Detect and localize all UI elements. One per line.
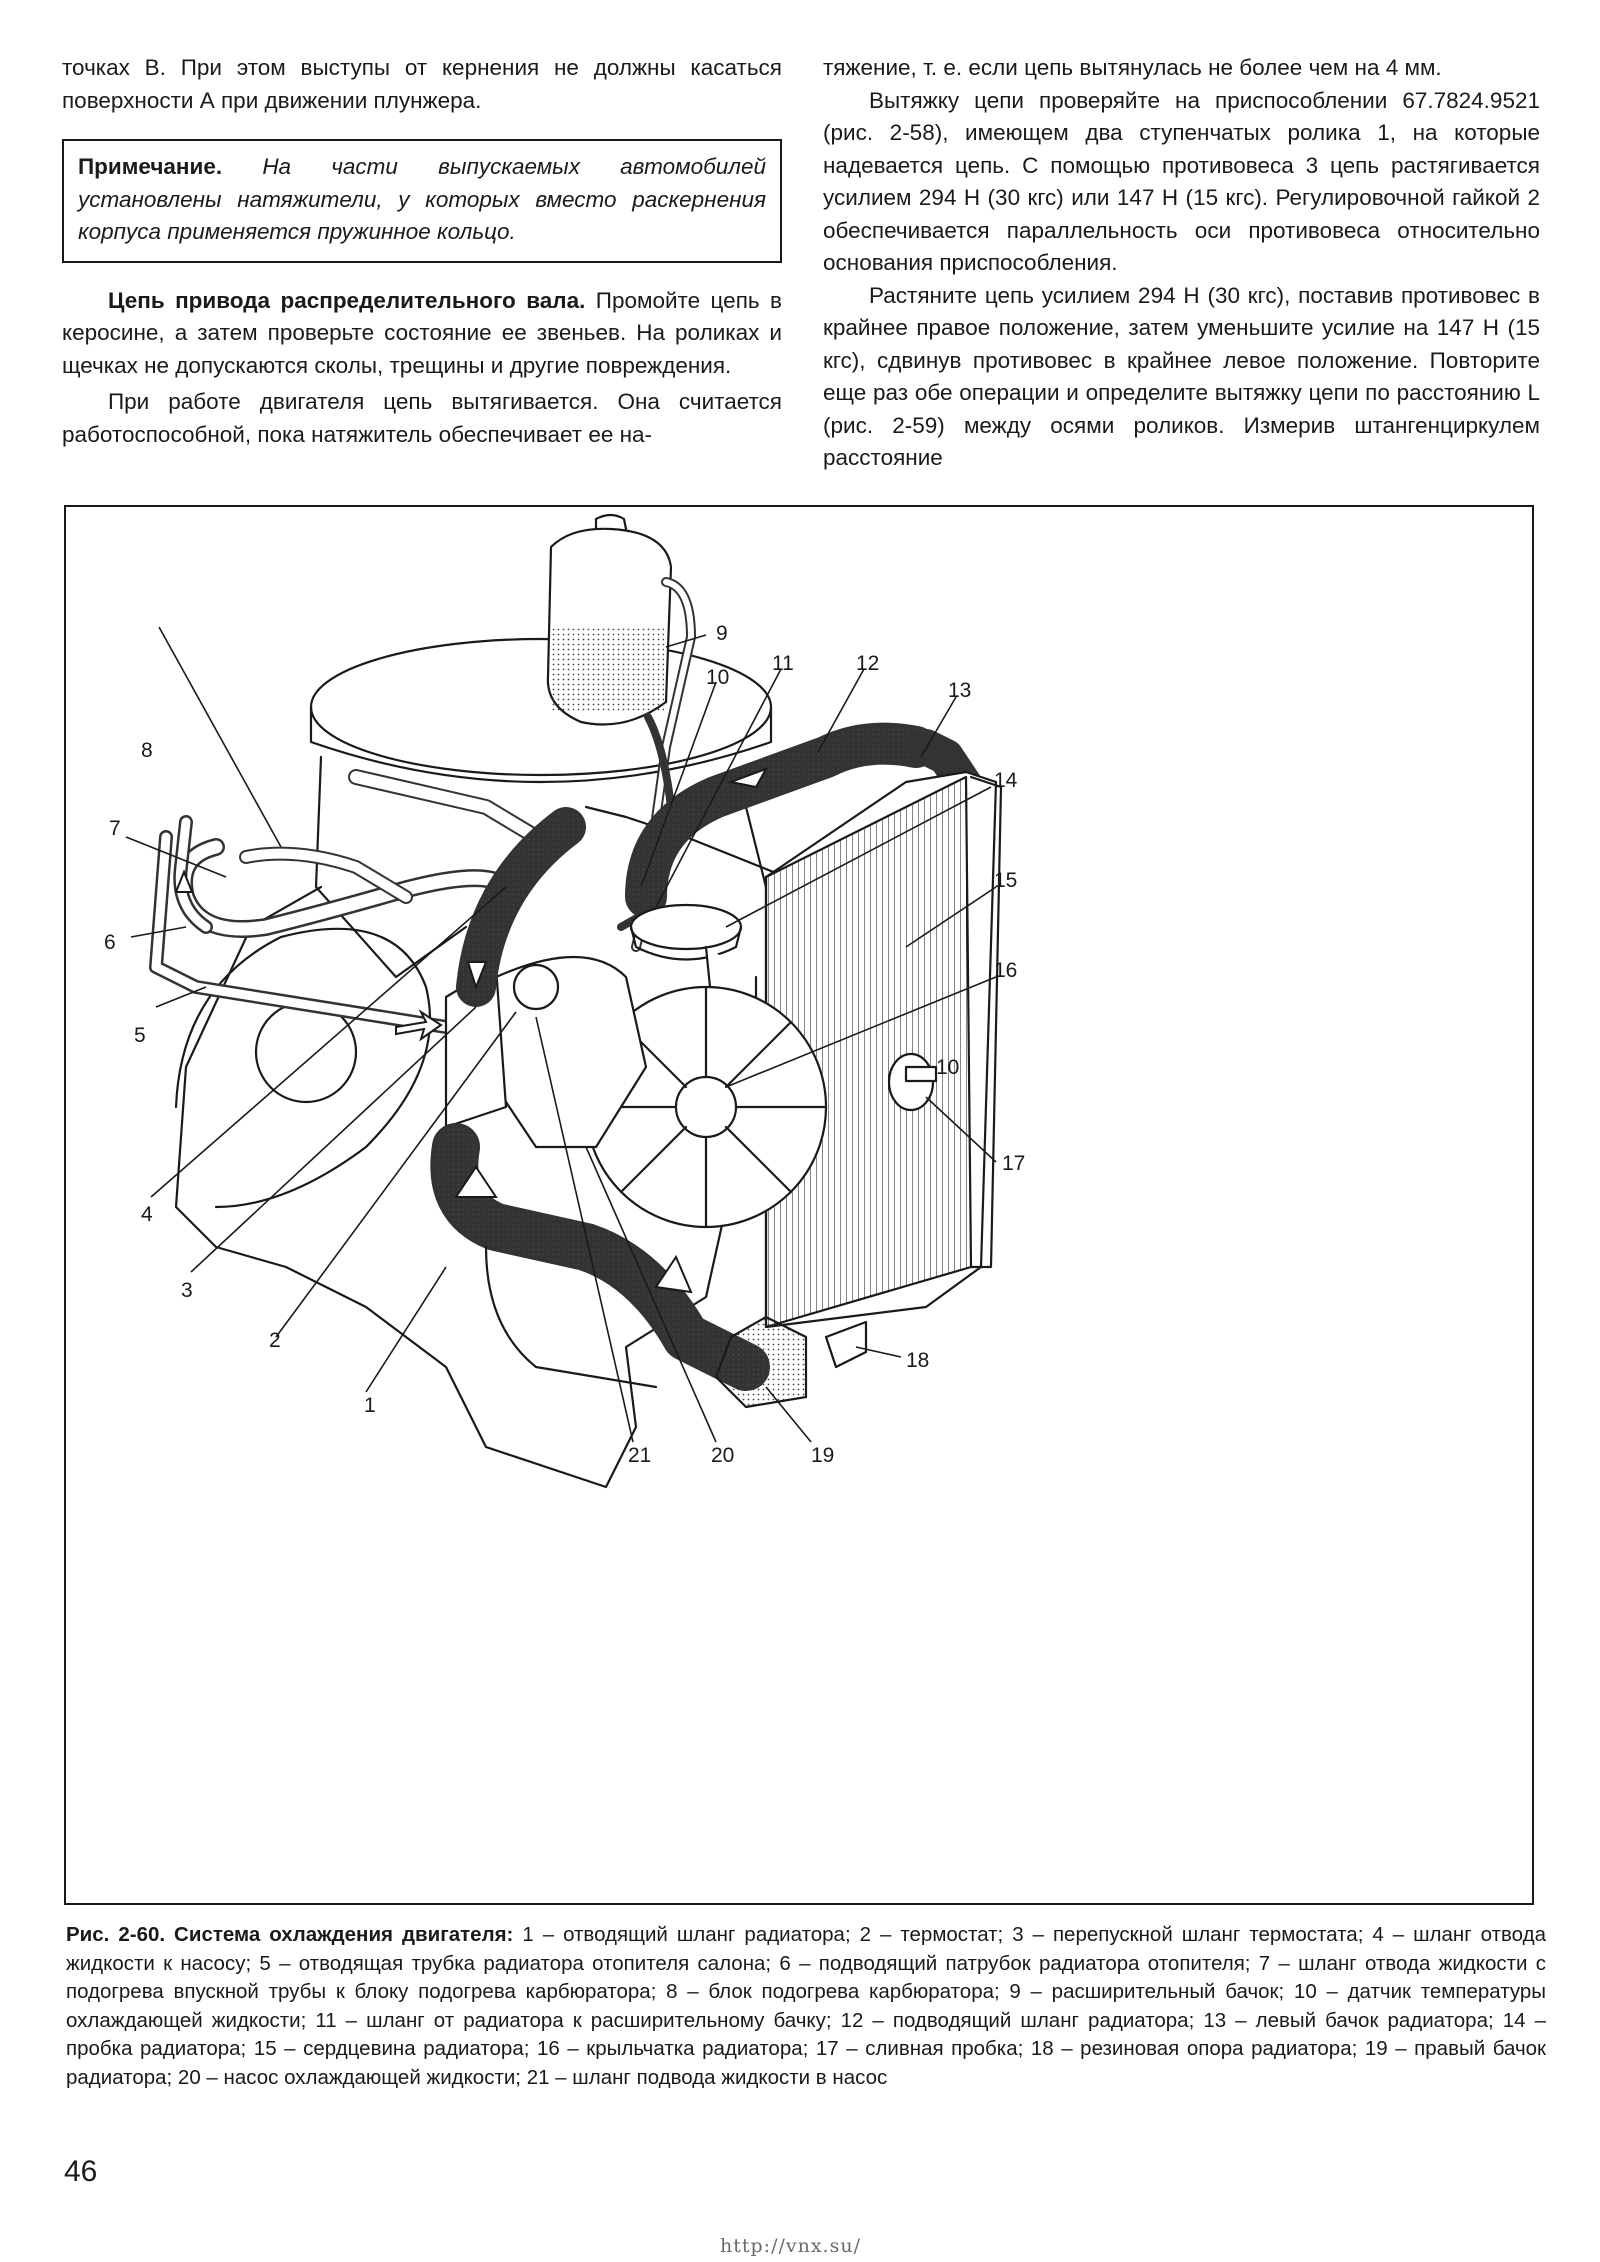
callout-2: 2 <box>269 1329 281 1352</box>
leader-4 <box>150 886 507 1198</box>
note-label: Примечание. <box>78 154 223 179</box>
page-number: 46 <box>64 2155 98 2188</box>
caption-text: 1 – отводящий шланг радиатора; 2 – термо… <box>66 1923 1546 2089</box>
leader-9 <box>665 634 707 648</box>
leader-3 <box>190 1006 477 1273</box>
leader-19 <box>765 1386 812 1443</box>
note-text: На части выпускаемых автомобилей установ… <box>78 154 766 244</box>
callout-6: 6 <box>104 931 116 954</box>
left-paragraph-3: При работе двигателя цепь вытягивается. … <box>62 389 782 447</box>
cooling-system-illustration: 1 2 3 4 5 6 7 8 9 10 10 11 12 13 14 15 1… <box>104 513 1025 1489</box>
figure-caption: Рис. 2-60. Система охлаждения двигателя:… <box>66 1921 1546 2092</box>
callout-7: 7 <box>109 817 121 840</box>
callout-4: 4 <box>141 1203 153 1226</box>
callout-18: 18 <box>906 1349 929 1372</box>
callout-17: 17 <box>1002 1152 1025 1175</box>
section-title: Цепь привода распределительного вала. <box>108 287 586 313</box>
caption-label: Рис. 2-60. Система охлаждения двигателя: <box>66 1923 514 1946</box>
leader-20 <box>585 1146 717 1443</box>
leader-11 <box>655 668 782 908</box>
leader-16 <box>725 976 997 1088</box>
leader-1 <box>365 1266 447 1393</box>
leader-17 <box>925 1096 997 1163</box>
callout-13: 13 <box>948 679 971 702</box>
leader-2 <box>275 1011 517 1338</box>
leader-6 <box>130 926 187 938</box>
leader-14 <box>725 786 992 928</box>
callout-20: 20 <box>711 1444 734 1467</box>
callout-11: 11 <box>772 652 794 675</box>
leader-13 <box>920 696 957 758</box>
leader-15 <box>905 886 997 948</box>
left-paragraph-1: точках В. При этом выступы от кернения н… <box>62 55 782 113</box>
left-paragraph-2: Цепь привода распределительного вала. Пр… <box>62 285 782 383</box>
right-column: тяжение, т. е. если цепь вытянулась не б… <box>823 52 1540 475</box>
figure-frame: 1 2 3 4 5 6 7 8 9 10 10 11 12 13 14 15 1… <box>64 505 1534 1905</box>
callout-15: 15 <box>994 869 1017 892</box>
footer-url: http://vnx.su/ <box>720 2235 861 2257</box>
callout-12: 12 <box>856 652 879 675</box>
callout-9: 9 <box>716 622 728 645</box>
callout-8: 8 <box>141 739 153 762</box>
note-box: Примечание. На части выпускаемых автомоб… <box>62 139 782 263</box>
callout-14: 14 <box>994 769 1018 792</box>
leader-21 <box>535 1016 634 1443</box>
right-paragraph-1: тяжение, т. е. если цепь вытянулась не б… <box>823 55 1442 80</box>
right-paragraph-3: Растяните цепь усилием 294 Н (30 кгс), п… <box>823 282 1540 471</box>
leader-18 <box>855 1346 902 1358</box>
leader-5 <box>155 986 207 1008</box>
callout-16: 16 <box>994 959 1017 982</box>
callout-10b: 10 <box>936 1056 959 1079</box>
leader-10 <box>640 681 717 888</box>
leader-12 <box>817 668 865 753</box>
callout-1: 1 <box>364 1394 376 1417</box>
callout-10: 10 <box>706 666 729 689</box>
callout-5: 5 <box>134 1024 146 1047</box>
callout-19: 19 <box>811 1444 834 1467</box>
callout-3: 3 <box>181 1279 193 1302</box>
left-column: точках В. При этом выступы от кернения н… <box>62 52 782 451</box>
leader-8 <box>158 626 282 848</box>
section-text: Промойте цепь в керосине, а затем провер… <box>62 287 782 378</box>
callout-21: 21 <box>628 1444 651 1467</box>
right-paragraph-2: Вытяжку цепи проверяйте на приспособлени… <box>823 87 1540 276</box>
leader-7 <box>125 836 227 878</box>
